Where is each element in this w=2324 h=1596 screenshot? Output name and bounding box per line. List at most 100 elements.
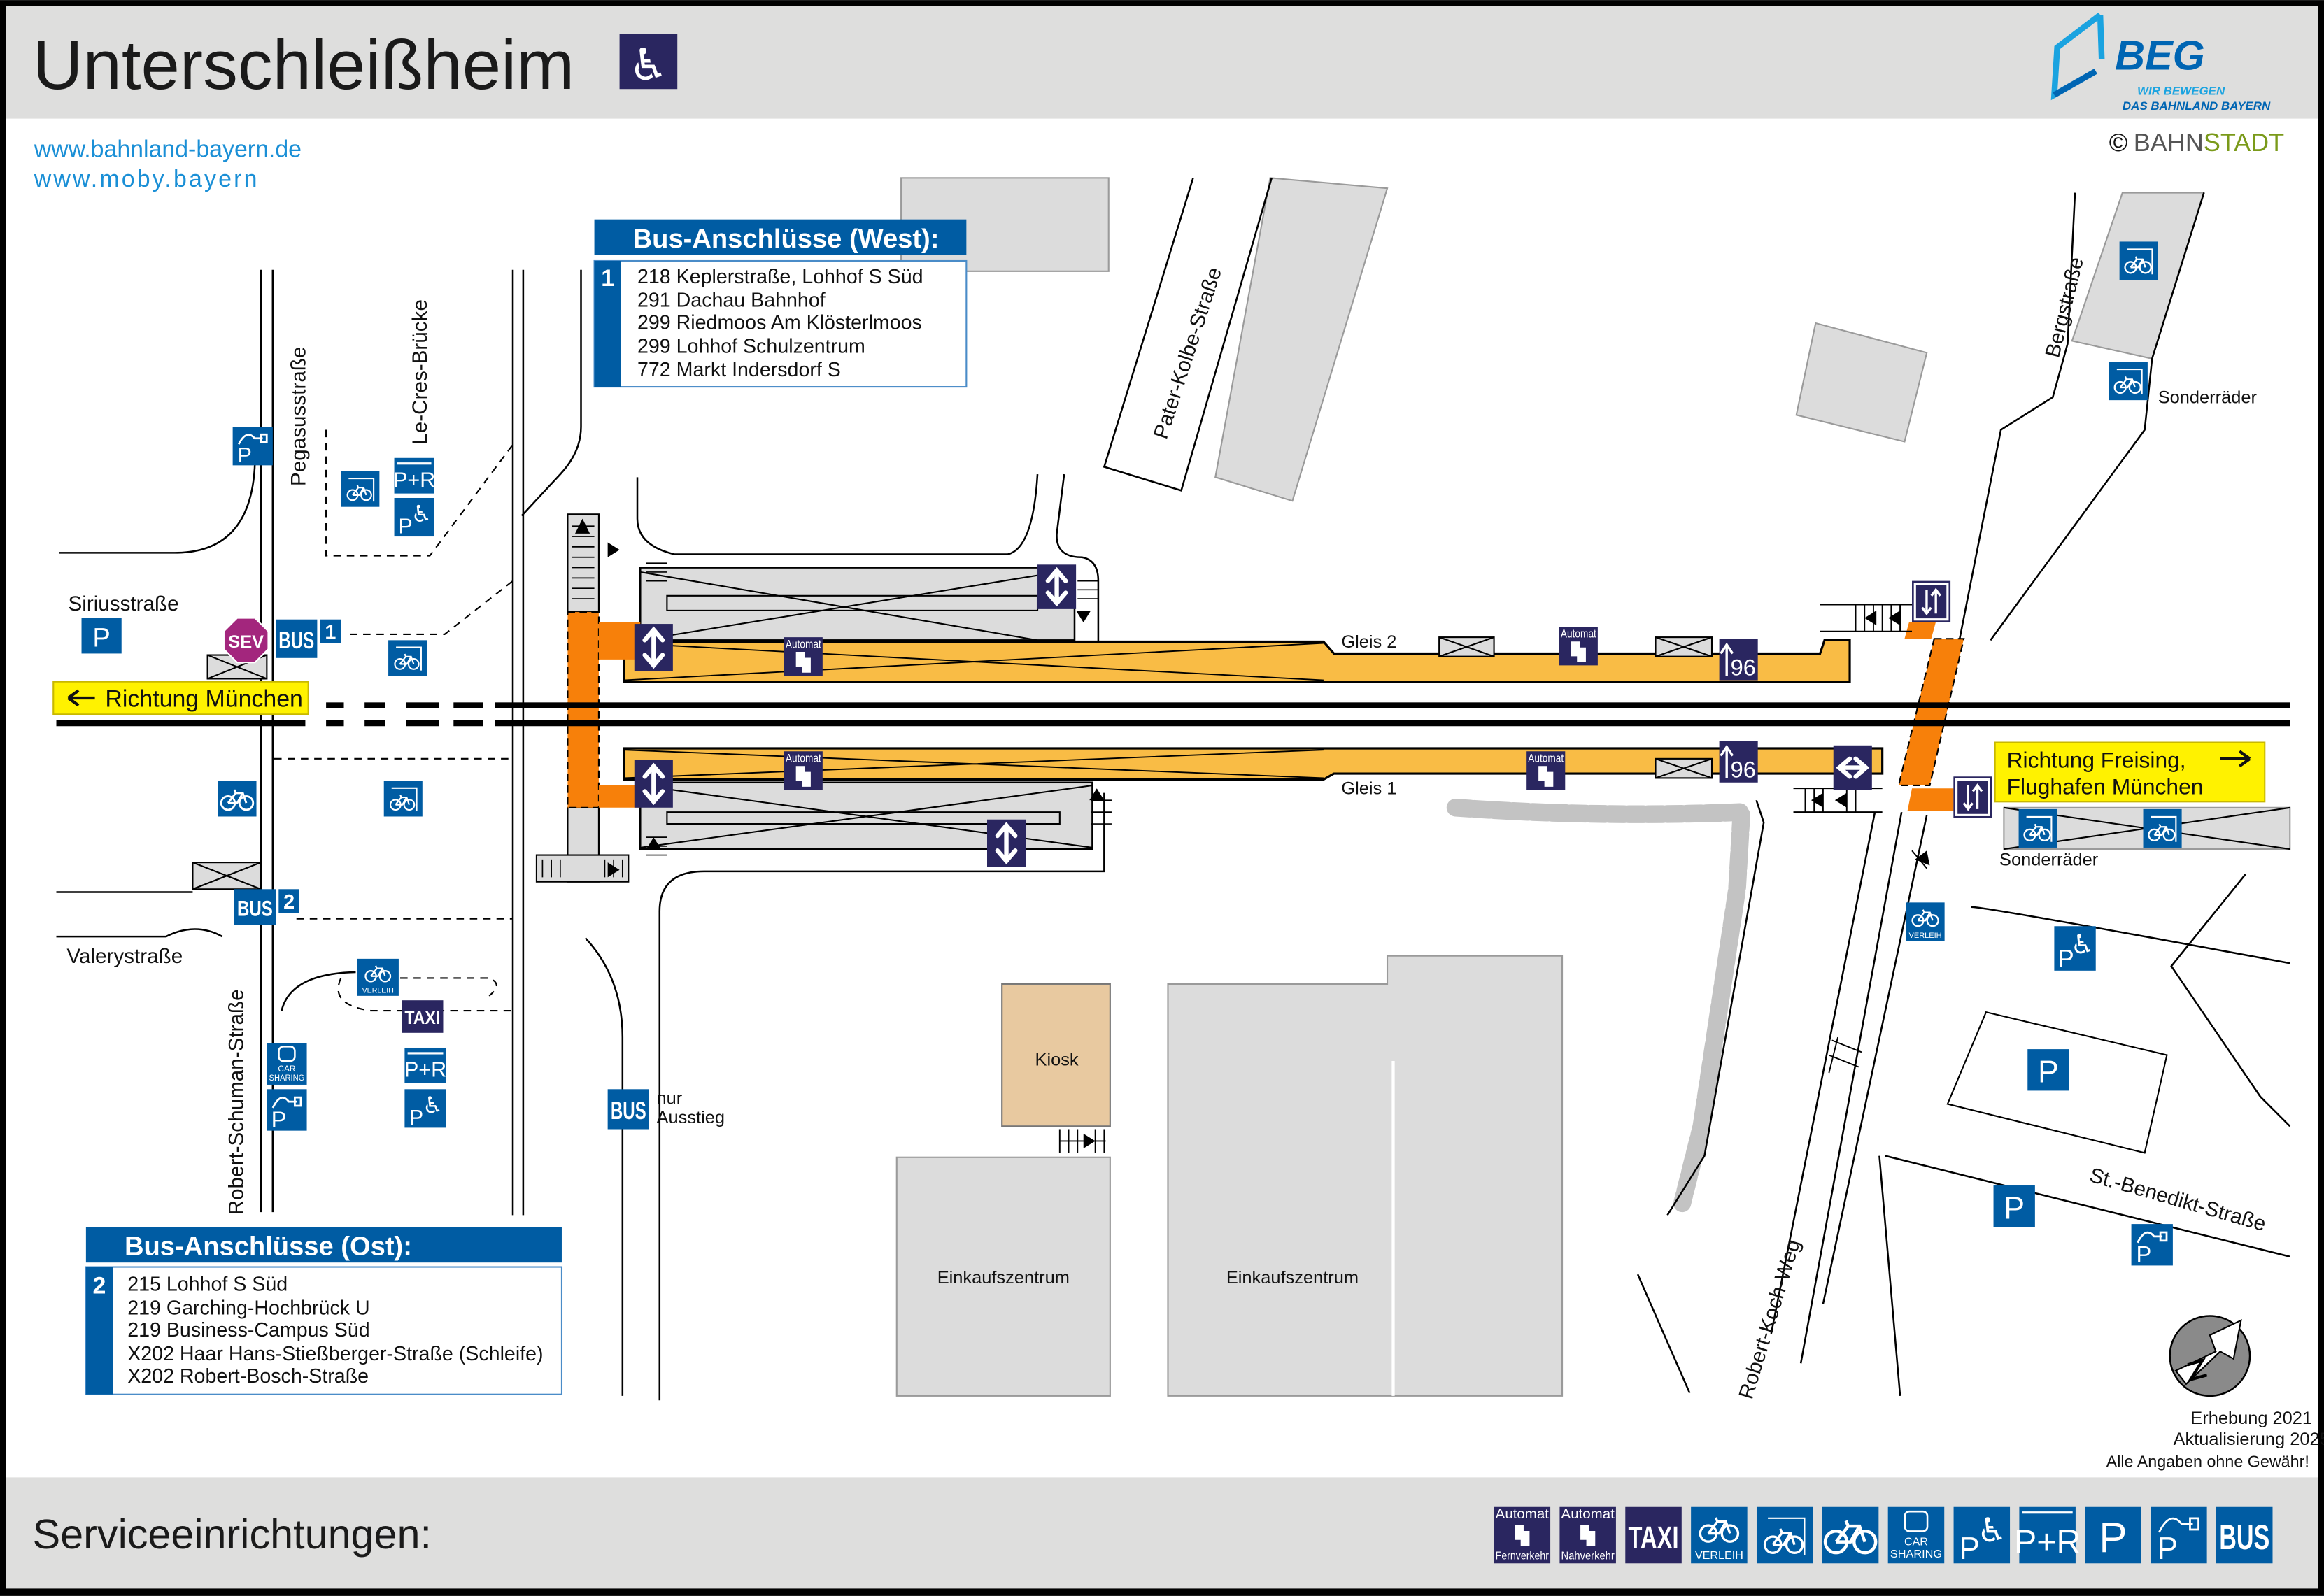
url-bahnland-text[interactable]: www.bahnland-bayern.de (34, 136, 302, 163)
shopping-center-east (1167, 955, 1564, 1397)
accessible-parking-sign: P♿ (404, 1089, 446, 1130)
kiosk-building (1001, 983, 1111, 1127)
up-down-arrow-icon (995, 822, 1018, 864)
wheelchair-icon: ♿ (2071, 929, 2095, 960)
parking-sign: P (1993, 1185, 2035, 1227)
url-moby[interactable]: www.moby.bayern (34, 166, 260, 192)
bicycle-icon (1763, 1528, 1804, 1554)
sign-label: Automat (1561, 627, 1596, 641)
header-band (6, 6, 2318, 119)
sign-label: P (1959, 1532, 1980, 1566)
bus-line: 219 Garching-Hochbrück U (127, 1297, 369, 1319)
ticket-machine-sign: Automat (784, 637, 823, 676)
ticket-icon (1538, 766, 1554, 787)
stairs-east (1058, 604, 1930, 1153)
bus-stop-1-badge: 1 (320, 619, 341, 644)
sign-label: Automat (1496, 1507, 1550, 1522)
sign-background (320, 619, 341, 643)
underpass-west (567, 611, 641, 808)
stairs-direction-sign (1953, 776, 1992, 818)
sign-background (1912, 580, 1951, 622)
down-up-arrows-icon (1962, 783, 1983, 811)
sign-label: Nahverkehr (1561, 1550, 1615, 1562)
service-facilities-label: Serviceeinrichtungen: (33, 1511, 432, 1558)
bus-connections-west: Bus-Anschlüsse (West): 1 218 Keplerstraß… (593, 219, 968, 388)
sign-background (234, 889, 276, 925)
legend-accessible-parking: P♿ (1953, 1506, 2011, 1566)
url-bahnland[interactable]: www.bahnland-bayern.de (34, 136, 302, 163)
platform-gleis-2 (623, 639, 1851, 683)
elevator-sign (1037, 564, 1077, 609)
ticket-icon (1515, 1525, 1530, 1546)
parking-sign: P (81, 618, 122, 654)
bus-line: 299 Lohhof Schulzentrum (637, 335, 865, 357)
sign-background (218, 781, 257, 817)
bus-line: 772 Markt Indersdorf S (637, 359, 841, 381)
up-down-arrow-icon (642, 762, 665, 806)
bicycle-icon (1823, 1520, 1878, 1555)
gleis-1-label: Gleis 1 (1341, 779, 1396, 799)
sign-label: P (2057, 946, 2074, 973)
special-bikes-label-south: Sonderräder (1999, 850, 2099, 869)
service-legend: AutomatFernverkehrAutomatNahverkehrTAXIV… (1494, 1506, 2273, 1566)
bus-east-stop-number: 2 (93, 1273, 106, 1299)
sign-label: CAR (278, 1064, 295, 1074)
legend-parking: P (2085, 1506, 2141, 1564)
platform-gleis-1 (623, 747, 1884, 781)
elevator-sign (987, 819, 1026, 867)
beg-tagline-2: DAS BAHNLAND BAYERN (2123, 99, 2271, 113)
sign-label: P+R (2014, 1523, 2081, 1561)
car-icon (1904, 1510, 1929, 1532)
bicycle-icon (2148, 823, 2176, 841)
ev-parking-sign: P (2131, 1224, 2173, 1267)
bicycle-icon (364, 965, 392, 983)
sign-background (1625, 1506, 1682, 1564)
legend-bike-parking (1822, 1506, 1879, 1564)
bike-parking-sign (2143, 808, 2182, 848)
legend-park-and-ride: P+R (2014, 1506, 2081, 1564)
bike-parking-sign (2119, 241, 2158, 280)
direction-east-line2: Flughafen München (2007, 774, 2204, 799)
url-moby-text[interactable]: www.moby.bayern (34, 166, 260, 192)
ramps (535, 513, 1112, 883)
shelter-box (1438, 636, 1495, 657)
shopping-center-west-label: Einkaufszentrum (937, 1268, 1070, 1288)
building (1795, 322, 1928, 443)
svg-text:♿: ♿ (628, 39, 668, 91)
sign-label: P (2099, 1513, 2127, 1561)
track-gleis-2 (56, 702, 2290, 708)
bicycle-icon (394, 653, 420, 670)
building (1214, 177, 1389, 502)
sign-label: 1 (325, 622, 336, 644)
sign-label: VERLEIH (1695, 1549, 1743, 1562)
sign-background (2019, 1506, 2076, 1564)
sign-label: P (2004, 1191, 2025, 1225)
sign-label: SHARING (1890, 1548, 1942, 1560)
copyright-part2: STADT (2204, 128, 2284, 157)
footpaths (274, 429, 513, 1012)
shelter-box (1655, 757, 1713, 779)
bus-west-title: Bus-Anschlüsse (West): (633, 224, 940, 254)
parking-sign: P (2027, 1049, 2069, 1091)
sign-background (232, 427, 273, 466)
sign-label: CAR (1904, 1536, 1928, 1548)
ticket-machine-sign: Automat (1559, 627, 1598, 666)
bus-west-stop-number: 1 (601, 265, 614, 292)
left-right-arrow-icon (1836, 756, 1870, 779)
survey-year: Erhebung 2021 (2190, 1409, 2312, 1428)
sign-background (402, 1000, 444, 1033)
sev-rail-replacement-bus-sign: SEV (222, 617, 269, 664)
street-le-cres-bruecke: Le-Cres-Brücke (409, 299, 432, 445)
sign-background (1887, 1506, 1945, 1564)
street-pegasusstrasse: Pegasusstraße (287, 347, 310, 486)
arrow-up-icon (1720, 642, 1734, 676)
shelter-box (192, 862, 262, 890)
elevator-sign (634, 624, 673, 671)
wheelchair-icon: ♿ (411, 500, 432, 527)
sign-label: P (238, 444, 252, 467)
bicycle-icon (220, 789, 255, 811)
